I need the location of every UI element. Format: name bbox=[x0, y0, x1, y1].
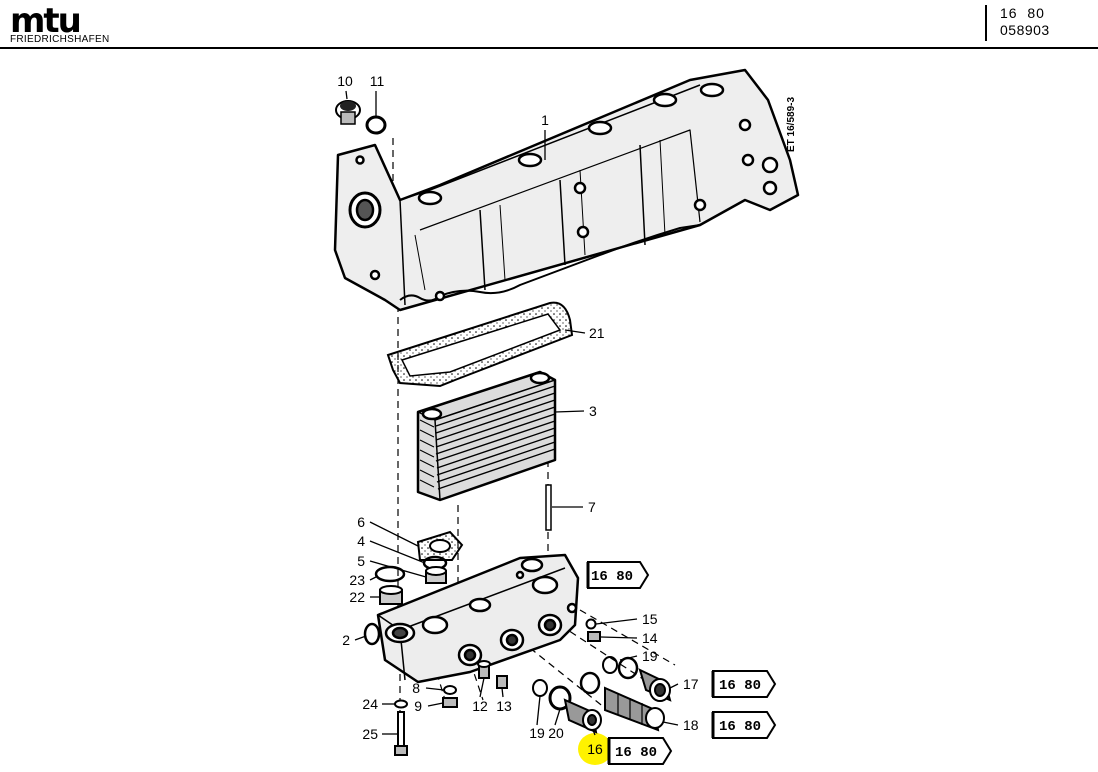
cross-ref-label: 16 80 bbox=[615, 745, 657, 761]
sleeve-part-5 bbox=[425, 566, 447, 584]
document-number: 058903 bbox=[1000, 22, 1050, 38]
logo-wordmark: mtu bbox=[10, 1, 82, 41]
ring-part-11 bbox=[365, 115, 387, 135]
callout-14: 14 bbox=[642, 630, 658, 646]
washer-part-24 bbox=[394, 699, 408, 709]
gasket-part-21 bbox=[386, 301, 574, 388]
callout-11: 11 bbox=[370, 73, 385, 89]
callout-2: 2 bbox=[342, 632, 350, 648]
screw-part-14 bbox=[587, 631, 601, 642]
drawing-reference: ET 16/589-3 bbox=[786, 97, 797, 152]
cross-ref-label: 16 80 bbox=[719, 719, 761, 735]
cross-ref-box-3[interactable]: 16 80 bbox=[711, 711, 777, 739]
fastener-part-15 bbox=[585, 618, 597, 630]
callout-4: 4 bbox=[357, 533, 365, 549]
plug-part-10 bbox=[335, 100, 361, 125]
screw-part-13 bbox=[496, 675, 508, 689]
callout-16: 16 bbox=[587, 741, 603, 757]
callout-23: 23 bbox=[349, 572, 365, 588]
callout-8: 8 bbox=[412, 680, 420, 696]
callout-18: 18 bbox=[683, 717, 699, 733]
callout-19-lower: 19 bbox=[529, 725, 545, 741]
cover-housing-part-1 bbox=[333, 68, 800, 312]
plug-part-18 bbox=[604, 686, 665, 732]
callout-13: 13 bbox=[496, 698, 512, 714]
leader-lines bbox=[345, 90, 679, 736]
bolt-part-25 bbox=[394, 711, 408, 756]
callout-labels: 10 11 1 21 3 7 6 4 5 23 22 2 15 14 19 17… bbox=[337, 73, 699, 757]
plug-part-17 bbox=[638, 668, 672, 702]
cooler-housing-part-2 bbox=[363, 553, 580, 684]
flange-gasket-part-6 bbox=[416, 530, 464, 561]
callout-3: 3 bbox=[589, 403, 597, 419]
logo-subtitle: FRIEDRICHSHAFEN bbox=[10, 34, 110, 45]
pin-part-7 bbox=[545, 484, 552, 531]
callout-10: 10 bbox=[337, 73, 353, 89]
callout-24: 24 bbox=[362, 696, 378, 712]
group-code: 16 80 bbox=[1000, 5, 1045, 21]
plug-part-16 bbox=[563, 698, 602, 734]
highlight-marker bbox=[578, 733, 612, 765]
cooler-core-part-3 bbox=[416, 370, 557, 502]
callout-9: 9 bbox=[414, 698, 422, 714]
screw-part-12 bbox=[477, 660, 491, 679]
header-rule bbox=[0, 47, 1098, 49]
callout-21: 21 bbox=[589, 325, 605, 341]
cross-ref-box-1[interactable]: 16 80 bbox=[586, 561, 650, 589]
page-header: mtu FRIEDRICHSHAFEN 16 80 058903 bbox=[0, 0, 1098, 50]
cross-ref-label: 16 80 bbox=[719, 678, 761, 694]
nut-part-8 bbox=[443, 685, 457, 695]
callout-5: 5 bbox=[357, 553, 365, 569]
callout-20: 20 bbox=[548, 725, 564, 741]
callout-12: 12 bbox=[472, 698, 488, 714]
callout-25: 25 bbox=[362, 726, 378, 742]
callout-22: 22 bbox=[349, 589, 365, 605]
nut-part-9 bbox=[442, 697, 458, 708]
ring-part-19a bbox=[617, 656, 639, 680]
cross-ref-box-4[interactable]: 16 80 bbox=[607, 737, 673, 765]
cross-ref-label: 16 80 bbox=[591, 569, 633, 585]
callout-1: 1 bbox=[541, 112, 549, 128]
callout-15: 15 bbox=[642, 611, 658, 627]
callout-7: 7 bbox=[588, 499, 596, 515]
ring-part-19b bbox=[532, 679, 548, 697]
callout-19-upper: 19 bbox=[642, 648, 658, 664]
cross-ref-box-2[interactable]: 16 80 bbox=[711, 670, 777, 698]
header-divider bbox=[985, 5, 987, 41]
callout-6: 6 bbox=[357, 514, 365, 530]
sleeve-part-22 bbox=[379, 585, 403, 605]
callout-17: 17 bbox=[683, 676, 699, 692]
